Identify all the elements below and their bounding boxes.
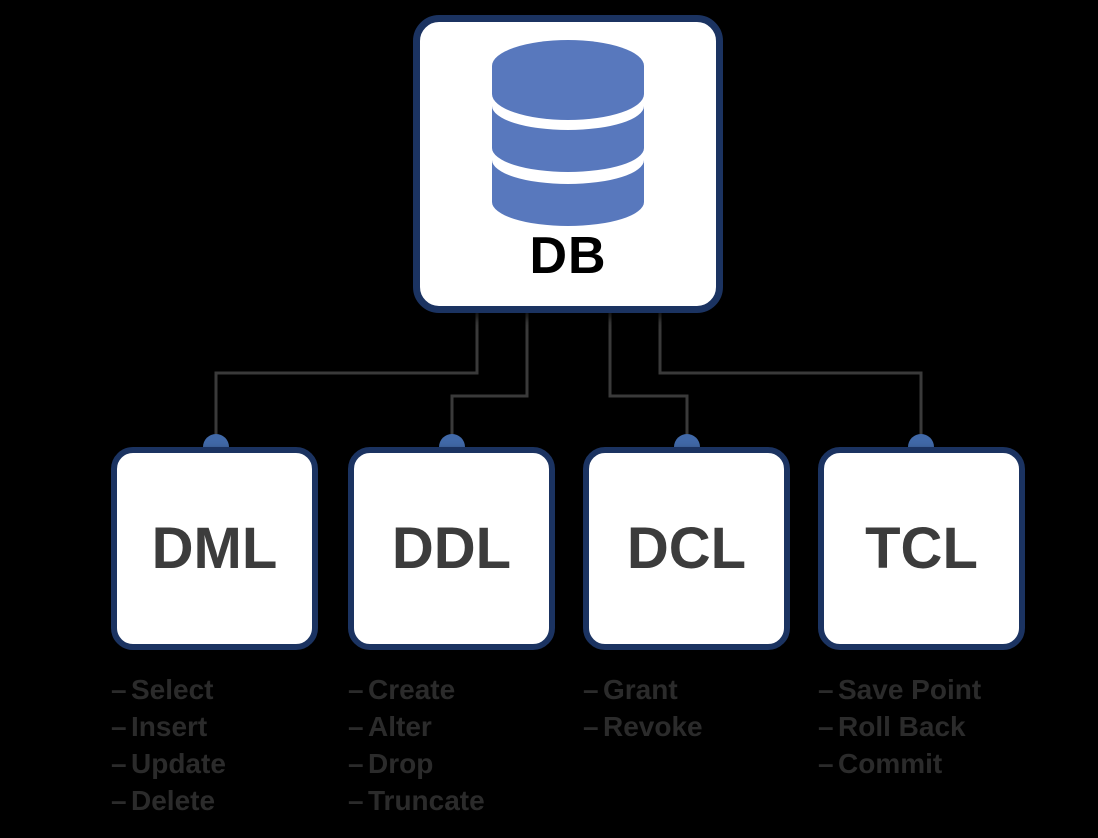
command-list-item-label: Alter	[368, 710, 432, 742]
command-list-dcl: –Grant–Revoke	[583, 672, 703, 746]
node-ddl-label: DDL	[391, 515, 512, 581]
bullet-dash-icon: –	[348, 710, 364, 742]
connector-path-ddl	[450, 313, 529, 447]
command-list-tcl: –Save Point–Roll Back–Commit	[818, 672, 981, 783]
command-list-item: –Commit	[818, 746, 981, 783]
command-list-item-label: Roll Back	[838, 710, 966, 742]
node-tcl-label: TCL	[865, 515, 978, 581]
command-list-item: –Grant	[583, 672, 703, 709]
command-list-item: –Truncate	[348, 783, 485, 820]
command-list-item-label: Delete	[131, 784, 216, 816]
node-dml[interactable]: DML	[111, 447, 318, 650]
connector-path-dml	[214, 313, 479, 447]
command-list-item: –Select	[111, 672, 226, 709]
command-list-item: –Alter	[348, 709, 485, 746]
db-node-label: DB	[529, 227, 607, 285]
bullet-dash-icon: –	[111, 674, 127, 705]
command-list-item-label: Drop	[368, 747, 434, 779]
command-list-item: –Update	[111, 746, 226, 783]
command-list-item-label: Insert	[131, 710, 208, 742]
bullet-dash-icon: –	[111, 747, 127, 779]
node-dml-label: DML	[151, 515, 278, 581]
bullet-dash-icon: –	[348, 674, 364, 705]
command-list-item-label: Save Point	[838, 674, 982, 705]
connector-path-tcl	[658, 313, 923, 447]
command-list-dml: –Select–Insert–Update–Delete	[111, 672, 226, 820]
command-list-item: –Roll Back	[818, 709, 981, 746]
bullet-dash-icon: –	[818, 747, 834, 779]
command-list-item: –Save Point	[818, 672, 981, 709]
database-cylinder-icon	[492, 40, 644, 226]
command-list-item-label: Commit	[838, 747, 943, 779]
command-list-item-label: Select	[131, 674, 214, 705]
command-list-item: –Create	[348, 672, 485, 709]
command-list-ddl: –Create–Alter–Drop–Truncate	[348, 672, 485, 820]
bullet-dash-icon: –	[583, 674, 599, 705]
command-list-item-label: Create	[368, 674, 456, 705]
command-list-item: –Insert	[111, 709, 226, 746]
node-ddl[interactable]: DDL	[348, 447, 555, 650]
bullet-dash-icon: –	[348, 747, 364, 779]
command-list-item-label: Revoke	[603, 710, 703, 742]
command-list-item: –Revoke	[583, 709, 703, 746]
command-list-item: –Delete	[111, 783, 226, 820]
db-node[interactable]: DB	[413, 15, 723, 313]
bullet-dash-icon: –	[111, 710, 127, 742]
command-list-item-label: Truncate	[368, 784, 485, 816]
bullet-dash-icon: –	[348, 784, 364, 816]
bullet-dash-icon: –	[111, 784, 127, 816]
command-list-item-label: Grant	[603, 674, 678, 705]
bullet-dash-icon: –	[818, 710, 834, 742]
node-tcl[interactable]: TCL	[818, 447, 1025, 650]
command-list-item: –Drop	[348, 746, 485, 783]
connector-path-dcl	[608, 313, 689, 447]
node-dcl[interactable]: DCL	[583, 447, 790, 650]
command-list-item-label: Update	[131, 747, 226, 779]
node-dcl-label: DCL	[626, 515, 747, 581]
bullet-dash-icon: –	[818, 674, 834, 705]
bullet-dash-icon: –	[583, 710, 599, 742]
